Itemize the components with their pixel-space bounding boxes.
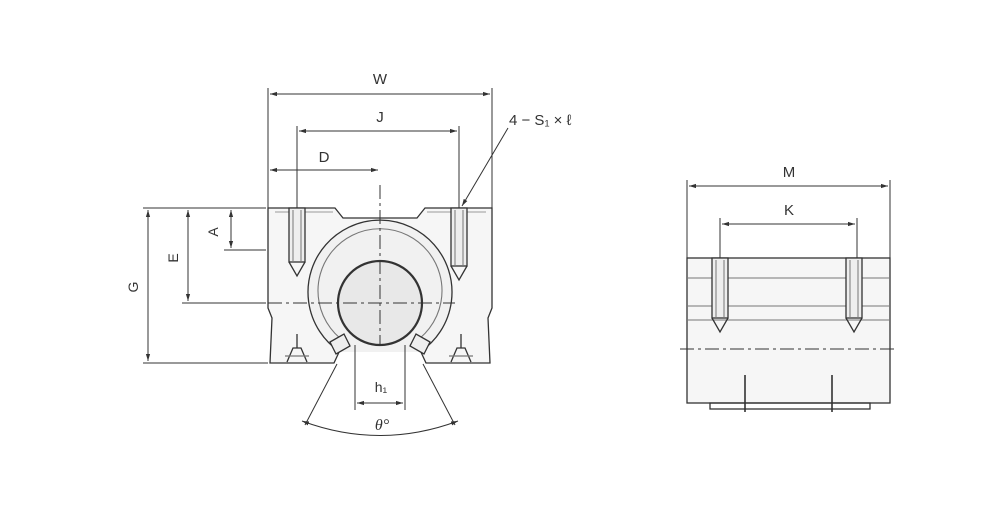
label-w: W (373, 71, 388, 88)
label-g: G (125, 282, 141, 293)
label-h1: h₁ (375, 379, 388, 395)
side-right-tapped-hole (845, 257, 863, 334)
front-view (267, 185, 493, 426)
label-d: D (319, 149, 330, 166)
label-k: K (784, 202, 794, 219)
right-seal-tab (409, 333, 431, 355)
label-e: E (165, 253, 181, 262)
left-seal-tab (329, 333, 351, 355)
side-bottom-foot (709, 402, 871, 410)
label-callout: 4 − S₁ × ℓ (509, 112, 572, 129)
bottom-right-countersink (449, 334, 473, 363)
bottom-left-countersink (285, 334, 309, 363)
theta-ray-right (422, 363, 456, 426)
theta-ray-left (304, 363, 338, 426)
theta-arc (301, 420, 459, 436)
right-tapped-hole (450, 207, 468, 282)
side-dimensions (686, 180, 891, 258)
label-m: M (783, 164, 796, 181)
label-a: A (205, 227, 221, 237)
label-theta: θ° (375, 417, 390, 434)
label-j: J (376, 109, 384, 126)
side-view (680, 257, 898, 412)
callout-leader (461, 127, 509, 207)
front-dimensions (143, 88, 509, 436)
left-tapped-hole (288, 207, 306, 278)
